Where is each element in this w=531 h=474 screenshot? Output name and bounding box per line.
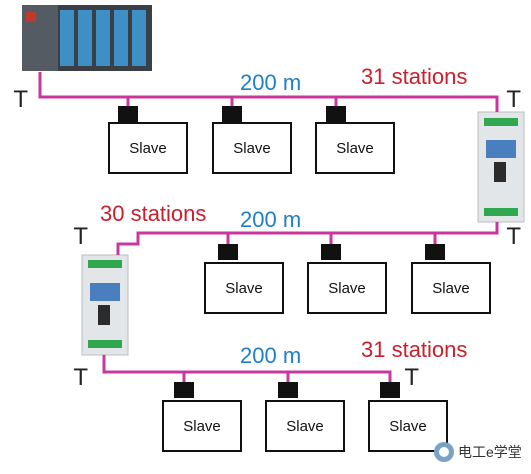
bus-segment-2 <box>116 222 499 255</box>
watermark-text: 电工e学堂 <box>458 444 522 460</box>
segment1-distance-label: 200 m <box>240 70 302 95</box>
slave-connector <box>278 382 298 398</box>
bus-segment-3 <box>102 355 392 384</box>
segment2-distance-label: 200 m <box>240 207 302 232</box>
slave-device-2-2: Slave <box>307 262 387 314</box>
segment1-stations-label: 31 stations <box>361 64 468 89</box>
segment2-stations-label: 30 stations <box>100 201 207 226</box>
slave-connector <box>326 106 346 122</box>
slave-connector <box>222 106 242 122</box>
slave-device-3-2: Slave <box>265 400 345 452</box>
slave-device-3-3: Slave <box>368 400 448 452</box>
segment3-distance-label: 200 m <box>240 343 302 368</box>
slave-connector <box>380 382 400 398</box>
bus-segment-1 <box>38 72 499 112</box>
terminator-seg3-right: T <box>405 366 419 391</box>
slave-connector <box>218 244 238 260</box>
slave-connector <box>118 106 138 122</box>
slave-device-1-1: Slave <box>108 122 188 174</box>
segment3-stations-label: 31 stations <box>361 337 468 362</box>
wechat-logo-icon <box>434 442 454 462</box>
slave-connector <box>425 244 445 260</box>
repeater-1 <box>477 111 525 223</box>
slave-connector <box>321 244 341 260</box>
terminator-seg2-right: T <box>507 225 521 250</box>
slave-connector <box>174 382 194 398</box>
slave-device-1-3: Slave <box>315 122 395 174</box>
watermark: 电工e学堂 <box>434 442 522 462</box>
slave-device-1-2: Slave <box>212 122 292 174</box>
slave-device-3-1: Slave <box>162 400 242 452</box>
terminator-seg2-left: T <box>74 225 88 250</box>
terminator-seg3-left: T <box>74 366 88 391</box>
slave-device-2-3: Slave <box>411 262 491 314</box>
plc-master <box>22 5 152 71</box>
terminator-seg1-left: T <box>14 88 28 113</box>
slave-device-2-1: Slave <box>204 262 284 314</box>
terminator-seg1-right: T <box>507 88 521 113</box>
repeater-2 <box>81 254 129 356</box>
